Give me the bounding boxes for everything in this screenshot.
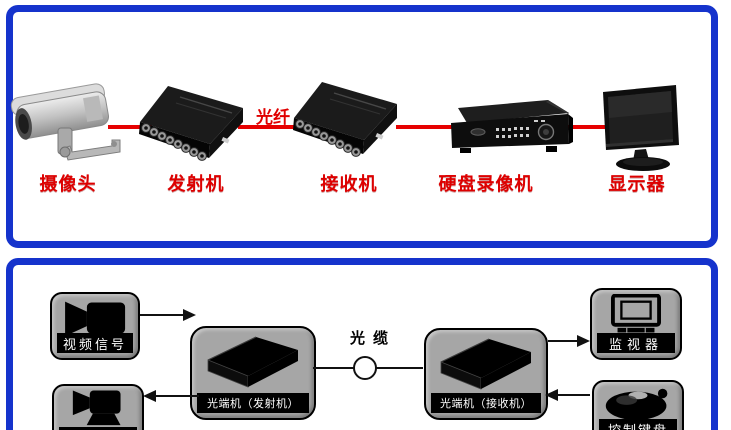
cctv-camera-icon	[10, 83, 121, 161]
arrow-keyboard-to-rx-line	[557, 394, 590, 396]
video-signal-label: 视频信号	[57, 333, 133, 353]
optical-tx-label: 光端机（发射机）	[197, 393, 309, 413]
arrow-video-to-tx-head	[183, 309, 196, 321]
optical-rx-label: 光端机（接收机）	[431, 393, 541, 413]
dvr-device-icon	[451, 100, 573, 153]
display-monitor-icon	[603, 85, 679, 171]
crt-monitor-icon	[611, 294, 661, 333]
link-camera-transmitter	[108, 125, 152, 129]
optical-tx-node: 光端机（发射机）	[190, 326, 316, 420]
video-camera-icon	[65, 301, 126, 337]
cable-splice-circle	[353, 356, 377, 380]
link-dvr-monitor	[556, 125, 614, 129]
return-camera-label-bar	[59, 427, 137, 430]
receiver-label: 接收机	[320, 174, 378, 195]
optical-terminal-icon	[207, 336, 298, 388]
cable-line-left	[313, 367, 355, 369]
return-camera-node	[52, 384, 144, 430]
monitor-node: 监视器	[590, 288, 682, 360]
arrow-tx-to-camera-line	[155, 395, 199, 397]
control-keyboard-node: 控制键盘	[592, 380, 684, 430]
dvr-label: 硬盘录像机	[438, 174, 534, 195]
camera-label: 摄像头	[39, 174, 97, 195]
arrow-rx-to-monitor-head	[577, 335, 590, 347]
optical-terminal-icon	[440, 338, 531, 390]
transmitter-device-icon	[139, 86, 243, 161]
control-keyboard-label: 控制键盘	[599, 419, 677, 430]
joystick-dome-icon	[605, 388, 668, 421]
monitor-label: 显示器	[608, 174, 666, 195]
link-fiber	[238, 125, 302, 129]
arrow-keyboard-to-rx-head	[545, 389, 558, 401]
monitor-node-label: 监视器	[597, 333, 675, 353]
camera-with-stand-icon	[72, 390, 121, 426]
arrow-rx-to-monitor-line	[548, 340, 580, 342]
receiver-device-icon	[293, 82, 397, 157]
arrow-tx-to-camera-head	[143, 390, 156, 402]
video-signal-node: 视频信号	[50, 292, 140, 360]
optical-rx-node: 光端机（接收机）	[424, 328, 548, 420]
transmitter-label: 发射机	[167, 174, 225, 195]
link-receiver-dvr	[396, 125, 454, 129]
cable-line-right	[376, 367, 423, 369]
arrow-video-to-tx-line	[140, 314, 184, 316]
optical-cable-label: 光缆	[349, 329, 396, 347]
fiber-label: 光纤	[256, 108, 290, 128]
